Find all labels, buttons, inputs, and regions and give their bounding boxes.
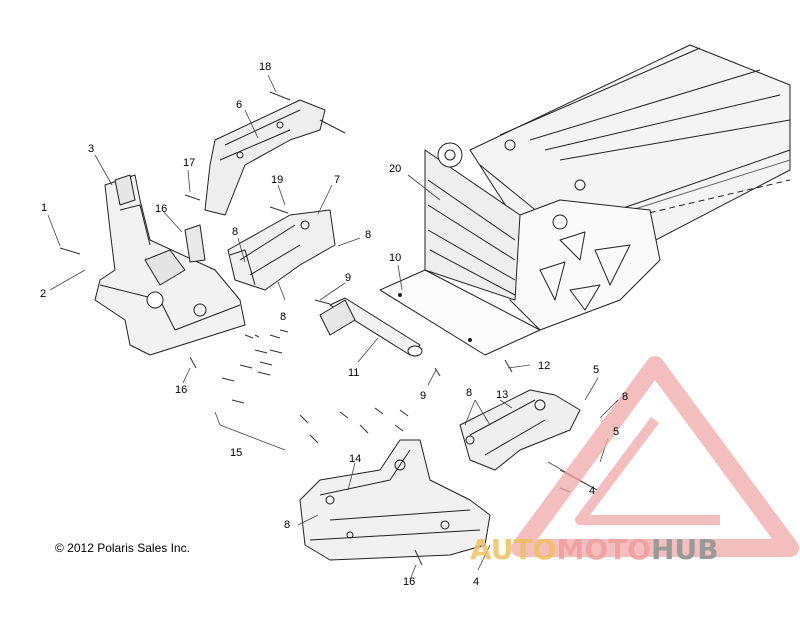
callout-5-top: 5 bbox=[593, 364, 599, 376]
callout-8-mount-left: 8 bbox=[232, 226, 238, 238]
callout-5-lower: 5 bbox=[613, 426, 619, 438]
callout-8-arm-left: 8 bbox=[466, 387, 472, 399]
callout-7: 7 bbox=[334, 174, 340, 186]
callout-13: 13 bbox=[496, 389, 508, 401]
bracket-6 bbox=[204, 99, 346, 216]
callout-16-left: 16 bbox=[175, 384, 187, 396]
callout-10: 10 bbox=[389, 252, 401, 264]
rear-arm-13 bbox=[459, 389, 581, 471]
callout-8-mount-right: 8 bbox=[365, 229, 371, 241]
lower-frame-14 bbox=[299, 439, 491, 561]
watermark-hub: HUB bbox=[651, 533, 719, 566]
tunnel-assembly bbox=[379, 44, 791, 356]
callout-4-bottom: 4 bbox=[473, 576, 479, 588]
callout-9-top: 9 bbox=[345, 272, 351, 284]
callout-3: 3 bbox=[88, 143, 94, 155]
shaft-11 bbox=[319, 297, 423, 357]
callout-14: 14 bbox=[349, 453, 361, 465]
watermark-auto: AUTO bbox=[470, 533, 557, 566]
callout-12: 12 bbox=[538, 360, 550, 372]
callout-1: 1 bbox=[41, 202, 47, 214]
front-chassis-left bbox=[94, 174, 246, 356]
callout-11: 11 bbox=[348, 367, 359, 379]
callout-4-right: 4 bbox=[589, 485, 595, 497]
watermark-text: AUTOMOTOHUB bbox=[470, 533, 719, 566]
leader-lines bbox=[47, 74, 619, 581]
callout-16-bottom: 16 bbox=[403, 576, 415, 588]
callout-numbers: 1 2 3 4 4 5 5 6 7 8 8 8 8 8 8 9 9 10 11 … bbox=[40, 61, 628, 588]
callout-16-top: 16 bbox=[155, 203, 167, 215]
callout-8-frame: 8 bbox=[284, 519, 290, 531]
bolts bbox=[59, 91, 571, 566]
callout-15: 15 bbox=[230, 447, 242, 459]
callout-18: 18 bbox=[259, 61, 271, 73]
callout-2: 2 bbox=[40, 288, 46, 300]
copyright-notice: © 2012 Polaris Sales Inc. bbox=[55, 541, 190, 555]
watermark-triangle-logo bbox=[511, 356, 799, 557]
callout-19: 19 bbox=[271, 174, 283, 186]
fastener-group-15 bbox=[221, 329, 409, 444]
mount-7 bbox=[227, 209, 336, 291]
callout-20: 20 bbox=[389, 163, 401, 175]
callout-6: 6 bbox=[236, 99, 242, 111]
watermark-moto: MOTO bbox=[556, 533, 652, 566]
callout-8-mount-bottom: 8 bbox=[280, 311, 286, 323]
callout-9-bottom: 9 bbox=[420, 390, 426, 402]
callout-17: 17 bbox=[183, 157, 195, 169]
callout-8-arm-right: 8 bbox=[622, 391, 628, 403]
